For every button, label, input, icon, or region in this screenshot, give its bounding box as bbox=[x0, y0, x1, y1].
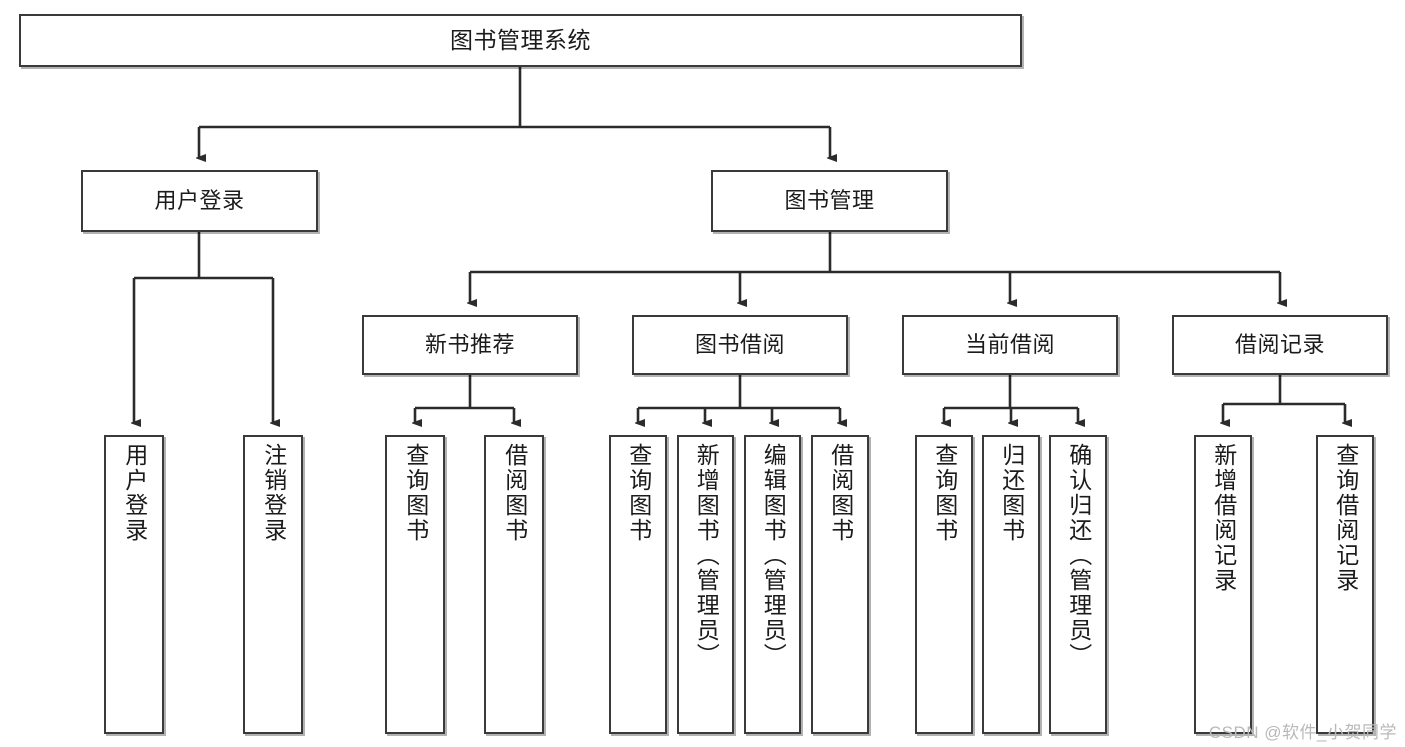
leaf-query-book-borrow[interactable]: 查询图书 bbox=[609, 435, 667, 734]
leaf-query-borrow-record[interactable]: 查询借阅记录 bbox=[1316, 435, 1374, 734]
node-label: 用户登录 bbox=[121, 443, 148, 543]
node-label: 图书借阅 bbox=[694, 332, 785, 358]
leaf-logout[interactable]: 注销登录 bbox=[243, 435, 303, 734]
leaf-return-book[interactable]: 归还图书 bbox=[982, 435, 1040, 734]
leaf-user-login[interactable]: 用户登录 bbox=[104, 435, 164, 734]
node-label: 用户登录 bbox=[154, 188, 245, 214]
node-label: 新增借阅记录 bbox=[1210, 443, 1237, 593]
node-label: 编辑图书（管理员） bbox=[760, 443, 787, 668]
leaf-add-book-admin[interactable]: 新增图书（管理员） bbox=[677, 435, 734, 734]
leaf-query-book-current[interactable]: 查询图书 bbox=[915, 435, 973, 734]
node-label: 图书管理 bbox=[784, 188, 875, 214]
node-current-borrowing[interactable]: 当前借阅 bbox=[902, 315, 1118, 375]
leaf-edit-book-admin[interactable]: 编辑图书（管理员） bbox=[744, 435, 801, 734]
watermark: CSDN @软件_小贺同学 bbox=[1208, 723, 1397, 742]
node-label: 新增图书（管理员） bbox=[693, 443, 720, 668]
node-label: 归还图书 bbox=[998, 443, 1025, 543]
node-new-book-recommendation[interactable]: 新书推荐 bbox=[362, 315, 578, 375]
node-label: 图书管理系统 bbox=[450, 26, 591, 53]
node-user-login[interactable]: 用户登录 bbox=[81, 170, 318, 232]
node-root-book-management-system[interactable]: 图书管理系统 bbox=[19, 14, 1022, 67]
node-label: 查询图书 bbox=[931, 443, 958, 543]
leaf-add-borrow-record[interactable]: 新增借阅记录 bbox=[1194, 435, 1252, 734]
node-label: 借阅记录 bbox=[1234, 332, 1325, 358]
node-label: 借阅图书 bbox=[827, 443, 854, 543]
node-book-management[interactable]: 图书管理 bbox=[711, 170, 948, 232]
node-label: 新书推荐 bbox=[424, 332, 515, 358]
node-book-borrowing[interactable]: 图书借阅 bbox=[632, 315, 848, 375]
leaf-query-book-new-rec[interactable]: 查询图书 bbox=[385, 435, 445, 734]
node-label: 查询图书 bbox=[402, 443, 429, 543]
node-label: 借阅图书 bbox=[501, 443, 528, 543]
node-label: 确认归还（管理员） bbox=[1065, 443, 1092, 668]
leaf-borrow-book-new-rec[interactable]: 借阅图书 bbox=[484, 435, 544, 734]
node-label: 查询借阅记录 bbox=[1332, 443, 1359, 593]
node-label: 查询图书 bbox=[625, 443, 652, 543]
node-label: 当前借阅 bbox=[964, 332, 1055, 358]
leaf-borrow-book[interactable]: 借阅图书 bbox=[811, 435, 869, 734]
node-label: 注销登录 bbox=[260, 443, 287, 543]
leaf-confirm-return-admin[interactable]: 确认归还（管理员） bbox=[1049, 435, 1107, 734]
node-borrowing-record[interactable]: 借阅记录 bbox=[1172, 315, 1388, 375]
